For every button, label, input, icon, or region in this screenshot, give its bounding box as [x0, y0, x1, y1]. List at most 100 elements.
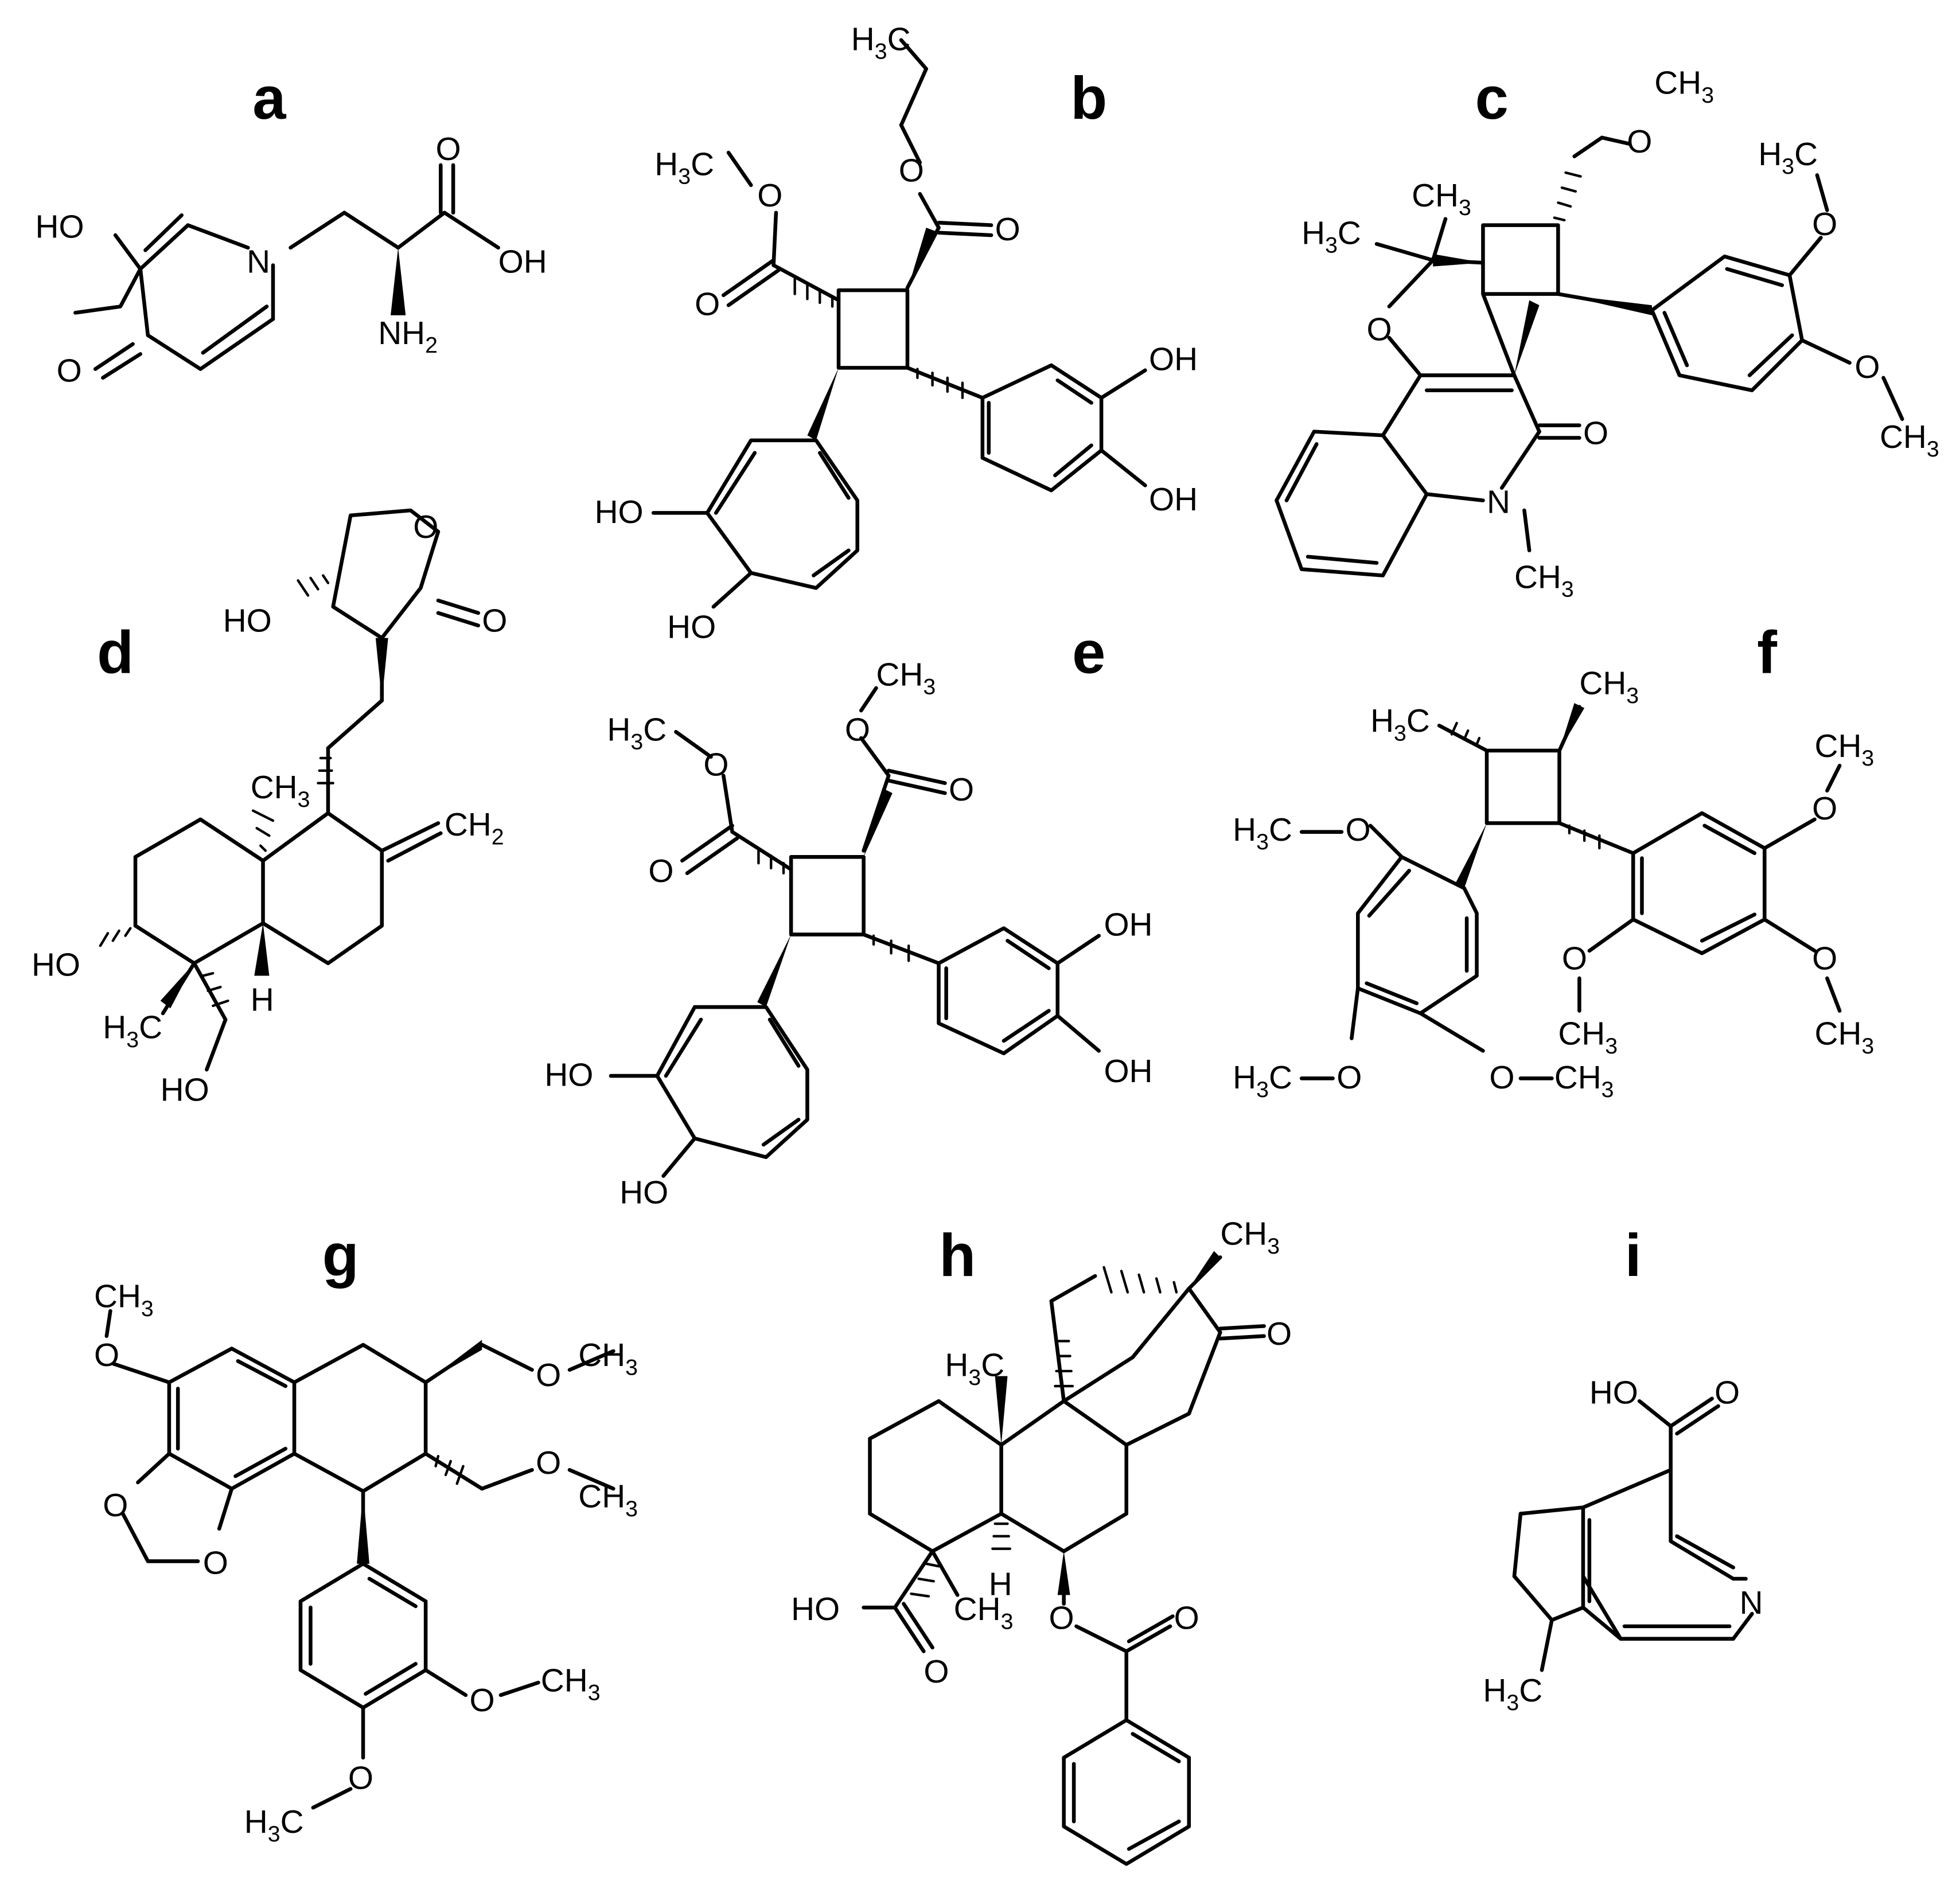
atom-label: O [536, 1357, 561, 1394]
atom-label: CH3 [578, 1337, 638, 1380]
atom-label: H3C [1370, 703, 1430, 746]
panel-i-label: i [1625, 1222, 1642, 1289]
wedge-bond [391, 247, 406, 315]
atom-label: O [899, 153, 924, 189]
atom-label: HO [223, 603, 272, 639]
atom-label: O [648, 853, 673, 889]
hash-bonds [793, 278, 964, 399]
atom-label: O [536, 1445, 561, 1481]
atom-label: CH3 [1412, 178, 1471, 220]
atom-label: CH3 [876, 657, 936, 699]
wedge-bond [375, 638, 388, 701]
atom-label: CH3 [1220, 1216, 1280, 1259]
wedge-bond [995, 1376, 1008, 1445]
panel-i-structure [1512, 1396, 1754, 1672]
atom-label: O [1812, 206, 1837, 243]
panel-h-label: h [939, 1222, 976, 1289]
atom-label: O [436, 131, 461, 167]
atom-label: O [949, 772, 974, 808]
wedge-bond [1433, 253, 1483, 267]
atom-label: O [845, 712, 870, 748]
wedge-bond [254, 923, 270, 976]
atom-label: H3C [1233, 1060, 1292, 1102]
atom-label: HO [36, 209, 84, 245]
atom-label: NH2 [378, 315, 438, 358]
atom-label: H3C [1483, 1673, 1542, 1715]
hash-bonds [910, 1266, 1178, 1598]
atom-label: N [1740, 1585, 1763, 1621]
atom-label: HO [544, 1057, 593, 1094]
atom-label: O [1489, 1060, 1514, 1096]
atom-label: O [1627, 124, 1652, 160]
wedge-bond [907, 228, 937, 291]
wedge-bond [1514, 300, 1540, 376]
atom-label: O [703, 747, 728, 783]
wedge-bond [357, 1491, 369, 1564]
atom-label: H3C [851, 21, 911, 64]
panel-e-label: e [1072, 619, 1105, 686]
atom-label: N [247, 244, 270, 280]
atom-label: O [1812, 941, 1837, 977]
panel-b-label: b [1070, 65, 1107, 132]
atom-label: CH3 [1654, 65, 1714, 108]
wedge-bond [807, 368, 839, 440]
atom-label: OH [1104, 1053, 1152, 1090]
panel-e-structure [609, 686, 1101, 1178]
atom-label: O [413, 509, 438, 545]
hash-bonds [434, 1455, 465, 1485]
atom-label: HO [1589, 1375, 1638, 1411]
wedge-bond [1057, 1551, 1070, 1595]
panel-d-label: d [97, 619, 134, 686]
atom-label: O [1336, 1060, 1362, 1096]
atom-label: H3C [654, 146, 714, 189]
atom-label: O [757, 178, 782, 214]
atom-label: H3C [1233, 812, 1292, 854]
atom-label: OH [1104, 907, 1152, 943]
atom-label: O [995, 212, 1020, 248]
atom-label: CH3 [1815, 1016, 1875, 1059]
atom-label: CH3 [251, 770, 310, 812]
atom-label: CH3 [1880, 419, 1939, 462]
wedge-bond [1189, 1251, 1222, 1289]
wedge-bond [757, 934, 792, 1008]
atom-label: O [482, 603, 507, 639]
hash-bonds [1450, 721, 1601, 850]
panel-c-label: c [1475, 65, 1509, 132]
wedge-bond [863, 788, 893, 857]
panel-g-label: g [322, 1222, 359, 1289]
atom-label: O [203, 1545, 228, 1581]
wedge-bond [1559, 702, 1585, 751]
atom-label: O [348, 1760, 373, 1796]
hash-bonds [1553, 171, 1582, 222]
atom-label: O [1267, 1316, 1292, 1352]
atom-label: CH3 [1815, 728, 1875, 771]
atom-label: O [1049, 1600, 1074, 1636]
wedge-bond [426, 1340, 482, 1383]
atom-label: O [924, 1654, 949, 1690]
panel-f-label: f [1757, 619, 1778, 686]
atom-label: CH3 [1558, 1016, 1618, 1059]
hash-bonds [757, 846, 910, 962]
atom-label: CH3 [1579, 666, 1639, 708]
atom-label: HO [161, 1072, 209, 1109]
atom-label: O [1174, 1600, 1199, 1636]
atom-label: O [1562, 941, 1587, 977]
atom-label: H3C [244, 1804, 304, 1847]
atom-label: O [469, 1683, 494, 1719]
atom-label: O [1812, 791, 1837, 827]
atom-label: H3C [945, 1348, 1004, 1390]
atom-label: O [1854, 349, 1880, 385]
atom-label: H3C [607, 712, 667, 754]
atom-label: H3C [1758, 136, 1818, 179]
panel-a-structure [73, 163, 500, 380]
atom-label: HO [619, 1175, 668, 1211]
atom-label: HO [32, 947, 80, 983]
atom-label: HO [791, 1591, 840, 1627]
atom-label: CH3 [1514, 559, 1574, 602]
atom-label: CH3 [541, 1662, 601, 1705]
atom-label: N [1487, 484, 1510, 520]
wedge-bond [1455, 823, 1487, 888]
wedge-bond [160, 963, 194, 1009]
atom-label: HO [595, 494, 644, 530]
atom-label: CH3 [954, 1591, 1014, 1634]
